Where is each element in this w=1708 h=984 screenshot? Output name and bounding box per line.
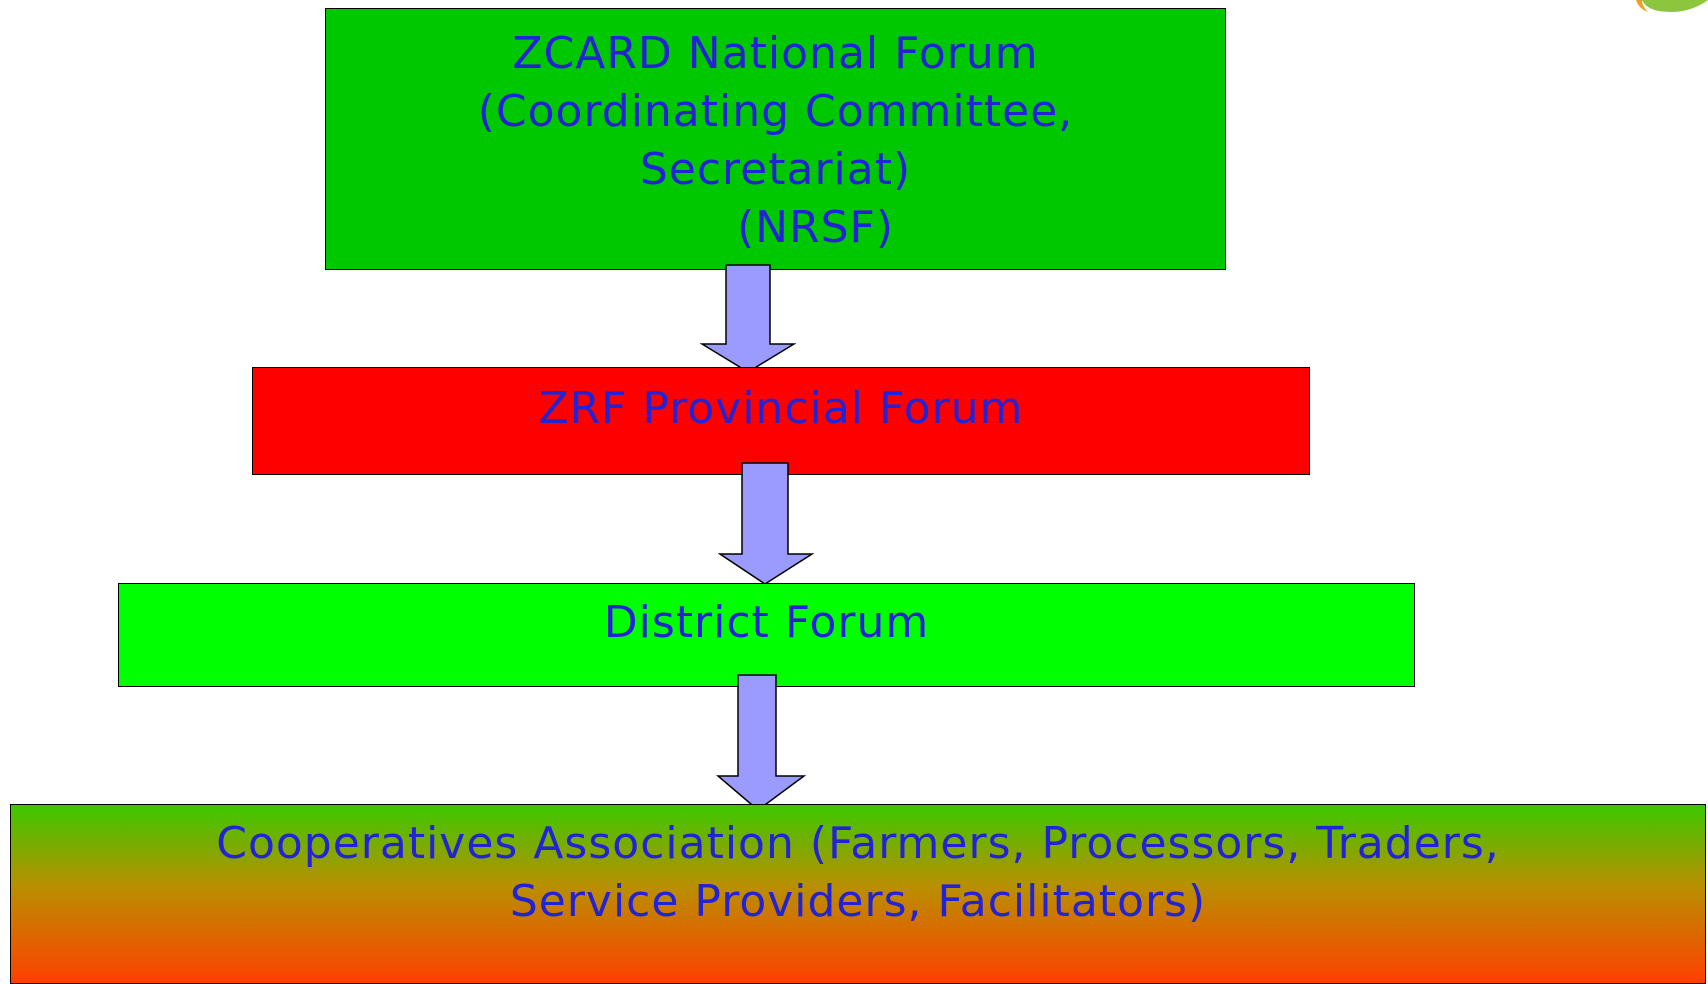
provincial-forum-box: ZRF Provincial Forum [252, 367, 1310, 475]
national-forum-title: ZCARD National Forum [512, 28, 1039, 79]
cooperatives-line-1: Cooperatives Association (Farmers, Proce… [216, 818, 1500, 869]
national-forum-subtitle-2: Secretariat) [639, 144, 912, 195]
national-forum-box: ZCARD National Forum (Coordinating Commi… [325, 8, 1226, 270]
district-forum-box: District Forum [118, 583, 1415, 687]
national-forum-acronym: (NRSF) [736, 202, 895, 253]
provincial-forum-label: ZRF Provincial Forum [538, 383, 1024, 434]
down-arrow-3 [716, 674, 807, 811]
down-arrow-1 [700, 264, 796, 373]
cooperatives-line-2: Service Providers, Facilitators) [509, 876, 1207, 927]
district-forum-label: District Forum [603, 597, 930, 648]
national-forum-subtitle-1: (Coordinating Committee, [477, 86, 1074, 137]
down-arrow-2 [718, 462, 814, 585]
leaf-decoration-icon [1636, 0, 1708, 12]
cooperatives-association-box: Cooperatives Association (Farmers, Proce… [10, 804, 1706, 984]
